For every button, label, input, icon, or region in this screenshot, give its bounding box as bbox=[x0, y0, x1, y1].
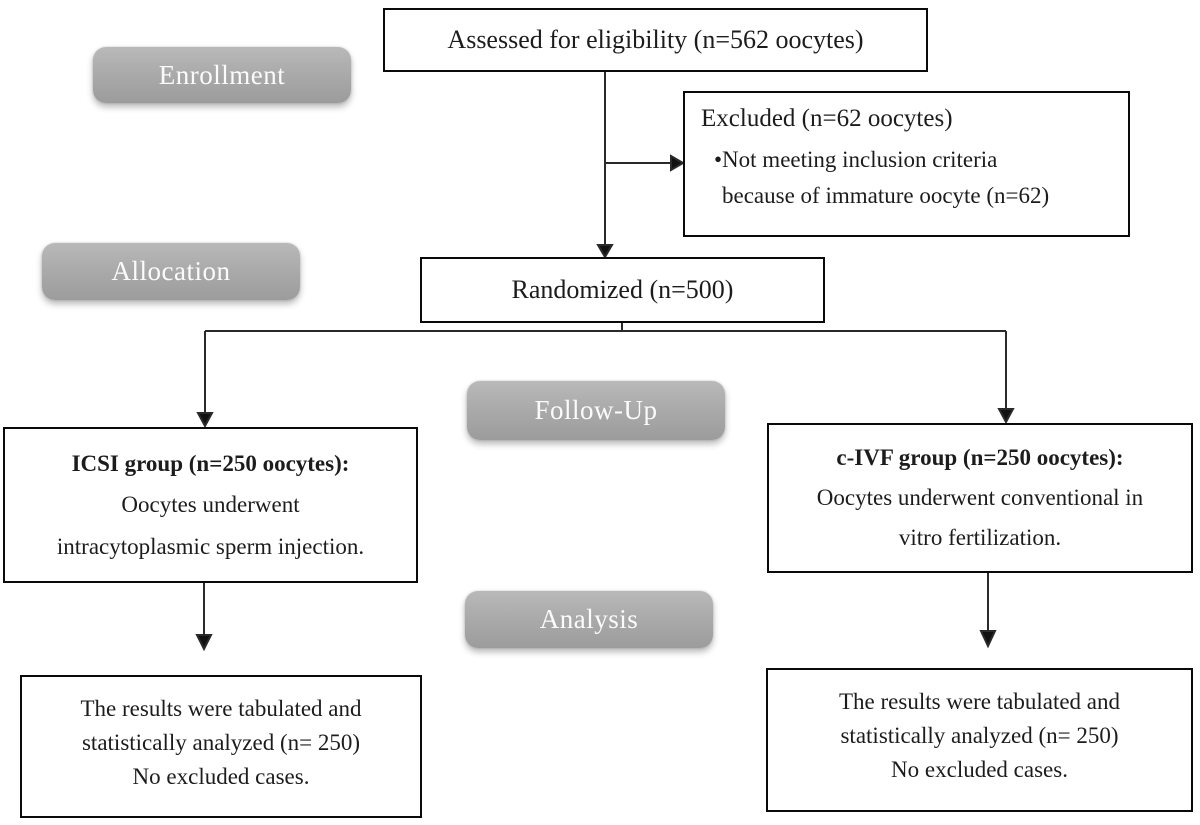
excluded-bullet-line2: because of immature oocyte (n=62) bbox=[722, 182, 1050, 208]
assessed-text: Assessed for eligibility (n=562 oocytes) bbox=[447, 25, 864, 54]
civf-group-title: c-IVF group (n=250 oocytes): bbox=[836, 445, 1124, 470]
analysis-right-box: The results were tabulated and statistic… bbox=[766, 668, 1193, 812]
arrowhead-to-randomized bbox=[596, 244, 614, 259]
analysis-left-line2: statistically analyzed (n= 250) bbox=[81, 730, 361, 756]
excluded-box: Excluded (n=62 oocytes) •Not meeting inc… bbox=[683, 91, 1130, 237]
enrollment-label-text: Enrollment bbox=[158, 59, 286, 90]
randomized-box: Randomized (n=500) bbox=[420, 257, 825, 323]
analysis-left-box: The results were tabulated and statistic… bbox=[20, 675, 422, 818]
analysis-right-line2: statistically analyzed (n= 250) bbox=[840, 723, 1119, 749]
analysis-right-line3: No excluded cases. bbox=[891, 757, 1068, 783]
assessed-box: Assessed for eligibility (n=562 oocytes) bbox=[383, 8, 928, 72]
stage-label-enrollment: Enrollment bbox=[93, 47, 351, 103]
excluded-title: Excluded (n=62 oocytes) bbox=[701, 105, 953, 132]
icsi-group-title: ICSI group (n=250 oocytes): bbox=[71, 450, 350, 476]
excluded-bullet-line1: •Not meeting inclusion criteria bbox=[714, 147, 998, 172]
arrowhead-to-civf bbox=[997, 408, 1015, 425]
arrowhead-to-excluded bbox=[670, 154, 685, 172]
randomized-text: Randomized (n=500) bbox=[511, 275, 734, 304]
icsi-group-line2: intracytoplasmic sperm injection. bbox=[56, 533, 365, 559]
icsi-group-box: ICSI group (n=250 oocytes): Oocytes unde… bbox=[3, 427, 418, 583]
allocation-label-text: Allocation bbox=[111, 256, 231, 286]
stage-label-allocation: Allocation bbox=[42, 243, 300, 300]
civf-group-line1: Oocytes underwent conventional in bbox=[816, 485, 1144, 510]
stage-label-analysis: Analysis bbox=[465, 591, 713, 648]
analysis-label-text: Analysis bbox=[539, 604, 639, 634]
analysis-left-line1: The results were tabulated and bbox=[80, 696, 362, 721]
arrowhead-to-icsi bbox=[196, 412, 214, 429]
arrowhead-civf-analysis bbox=[979, 630, 997, 649]
analysis-left-line3: No excluded cases. bbox=[132, 764, 310, 790]
civf-group-line2: vitro fertilization. bbox=[898, 525, 1062, 550]
arrowhead-icsi-analysis bbox=[195, 634, 213, 652]
civf-group-box: c-IVF group (n=250 oocytes): Oocytes und… bbox=[767, 423, 1193, 573]
followup-label-text: Follow-Up bbox=[534, 395, 658, 425]
icsi-group-line1: Oocytes underwent bbox=[121, 492, 300, 517]
stage-label-followup: Follow-Up bbox=[467, 381, 725, 440]
analysis-right-line1: The results were tabulated and bbox=[839, 689, 1120, 714]
